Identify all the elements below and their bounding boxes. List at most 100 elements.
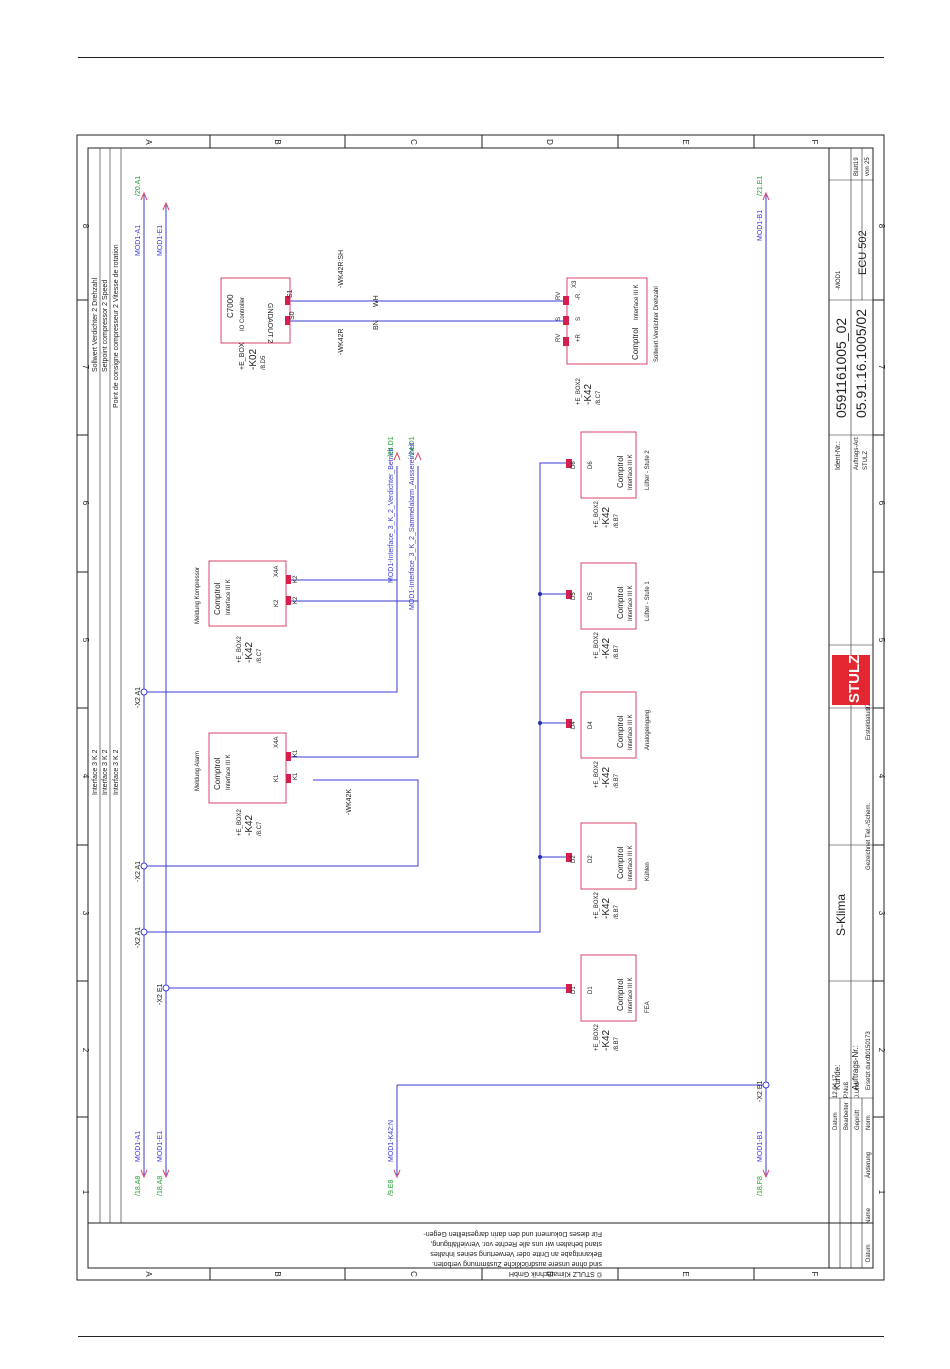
speed-module-x3: X3: [572, 280, 578, 288]
d-module-terminal: [566, 984, 572, 993]
tb-gezeichnet-label: Gezeichnet: [866, 839, 872, 870]
wire-label-mod1-a1-bottom: MOD1-A1: [135, 1131, 142, 1162]
link-24d1-b[interactable]: /24.D1: [409, 436, 416, 457]
link-24d1-a[interactable]: /24.D1: [388, 436, 395, 457]
col-label-8-right: 8: [877, 224, 886, 229]
link-bottom-e8[interactable]: /9.E8: [388, 1180, 395, 1196]
relay-alarm-ref: +E_BOX2: [237, 808, 243, 836]
speed-module-s-pin: S: [576, 317, 582, 321]
legal-line-2: stand behalten wir uns alle Rechte vor. …: [430, 1240, 602, 1247]
d-module-id: -K42: [601, 1029, 612, 1051]
tb-ersetzt-value: 00150173: [866, 1031, 872, 1058]
controller-box: [220, 277, 291, 344]
interface-line-2: Interface 3 K 2: [102, 749, 109, 795]
setpoint-line-1: Sollwert Verdichter 2 Drehzahl: [92, 277, 99, 372]
d-module-name: Comptrol: [616, 978, 625, 1011]
tb-gepruft-label: Geprüft: [855, 1110, 861, 1130]
relay-alarm-id: -K42: [244, 814, 255, 836]
tb-datum-label: Datum: [833, 1112, 839, 1130]
relay-alarm-t2: K1: [293, 772, 299, 780]
link-bottom-a8[interactable]: /18.A8: [135, 1176, 142, 1196]
controller-ref-box: +E_BOX: [239, 342, 246, 370]
controller-ref-id: -K02: [248, 348, 259, 370]
speed-module-desc: Sollwert Verdichter Drehzahl: [654, 286, 660, 362]
tb-gezeichnet-value: Tiel.-/Schem.: [866, 803, 872, 838]
speed-module-rv1: RV: [556, 292, 562, 300]
tb-auftragsart-label: Auftrags-Art:: [854, 436, 860, 470]
d-module-ref: +E_BOX2: [594, 760, 600, 788]
row-label-d-bottom: D: [545, 1271, 554, 1277]
tb-ecu-value: ECU 502: [857, 230, 869, 275]
link-top-a1[interactable]: /20.A1: [135, 176, 142, 196]
relay-kompressor-p2: X4A: [274, 566, 280, 577]
d-module-pin: D1: [588, 986, 594, 994]
setpoint-line-3: Point de consigne compresseur 2 Vitesse …: [113, 244, 120, 408]
column-labels-left: 1 2 3 4 5 6 7 8: [81, 224, 90, 1195]
wire-color-wh: WH: [373, 295, 380, 307]
col-label-1: 1: [81, 1190, 90, 1195]
speed-module-s: S: [556, 317, 562, 321]
controller-aout-label: AOUT 2: [266, 318, 273, 343]
row-label-e: E: [681, 139, 690, 144]
relay-kompressor-id: -K42: [244, 641, 255, 663]
d-module-name: Comptrol: [616, 715, 625, 748]
d-module-id: -K42: [601, 506, 612, 528]
link-bottom-a8b[interactable]: /18.A8: [157, 1176, 164, 1196]
d-module-id: -K42: [601, 766, 612, 788]
controller-s1-label: S1: [287, 289, 294, 298]
d-module-loc: /8.B7: [614, 1036, 620, 1051]
relay-kompressor-ref: +E_BOX2: [237, 635, 243, 663]
row-labels-bottom: A B C D E F: [144, 1271, 819, 1277]
d-module-desc: Lüfter - Stufe 1: [645, 581, 651, 621]
tb-von-label: von: [865, 166, 871, 176]
relay-kompressor-box: [208, 560, 291, 627]
wire-label-mod1-k42n: MOD1-K42:N: [388, 1120, 395, 1162]
tb-blatt-label: Blatt: [854, 164, 860, 176]
d-module-frame: [580, 562, 637, 630]
legal-line-3: Bekanntgabe an Dritte oder Verwertung se…: [430, 1250, 602, 1257]
terminal-x2-a1-2: -X2 A1: [135, 861, 142, 882]
d-module-desc: Kühlen: [645, 862, 651, 881]
tb-zeichnung-value: 05.91.16.1005/02: [853, 309, 869, 418]
tb-auftragsart-value: STULZ: [863, 451, 869, 470]
col-label-3-right: 3: [877, 911, 886, 916]
relay-alarm-box: [208, 732, 291, 804]
link-top-e1[interactable]: /21.E1: [757, 176, 764, 196]
stulz-logo-text: STULZ: [846, 655, 863, 703]
col-label-5-right: 5: [877, 638, 886, 643]
tb-ident-label: Ident-Nr.:: [835, 441, 842, 470]
wire-label-mod1-b1-top: MOD1-B1: [757, 210, 764, 241]
d-module-term: D4: [571, 721, 577, 729]
row-label-c: C: [409, 139, 418, 145]
tb-gepruft-value: J.Uhd: [855, 1082, 861, 1098]
link-bottom-f8[interactable]: /18.F8: [757, 1176, 764, 1196]
tb-erstellt-label: Erstelldatum: [866, 707, 872, 740]
relay-alarm-t1: K1: [293, 749, 299, 757]
d-module-ref: +E_BOX2: [594, 891, 600, 919]
d-module-ref: +E_BOX2: [594, 631, 600, 659]
col-label-2-right: 2: [877, 1048, 886, 1053]
d-module-loc: /8.B7: [614, 644, 620, 659]
d-module-term: D5: [571, 592, 577, 600]
relay-kompressor-desc: Meldung Kompressor: [195, 567, 201, 624]
controller-ref-loc: /8.D5: [261, 355, 267, 370]
col-label-3: 3: [81, 911, 90, 916]
cable-label-wk42r: -WK42R: [338, 329, 345, 355]
relay-alarm-sub: Interface III K: [226, 754, 232, 790]
d-module-frame: [580, 691, 637, 759]
col-label-6-right: 6: [877, 501, 886, 506]
tb-datum-value: 12.04.17: [833, 1074, 839, 1098]
tb-auftrag-label: Auftrags-Nr.:: [851, 1045, 860, 1090]
tb-aenderung-label: Änderung: [865, 1152, 872, 1178]
col-label-5: 5: [81, 638, 90, 643]
wire-label-mod1-a1-top: MOD1-A1: [135, 225, 142, 256]
speed-module-ref: +E_BOX2: [576, 377, 582, 405]
stulz-logo: STULZ: [832, 655, 870, 705]
relay-alarm-desc: Meldung Alarm: [195, 751, 201, 791]
d-module-name: Comptrol: [616, 586, 625, 619]
d-module-pin: D6: [588, 461, 594, 469]
speed-module-loc: /8.C7: [596, 390, 602, 405]
row-label-d: D: [545, 139, 554, 145]
